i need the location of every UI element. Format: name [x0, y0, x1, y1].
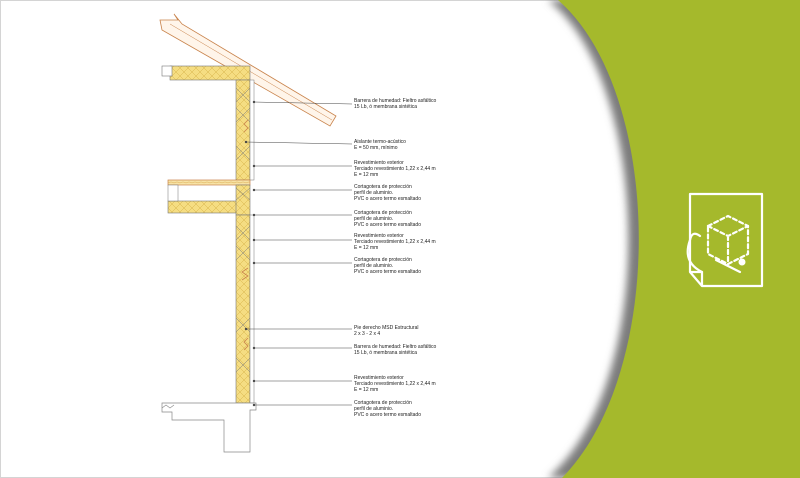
leader-lines [244, 100, 353, 407]
green-panel [558, 0, 800, 478]
ceiling-insulation [169, 65, 251, 81]
foundation [161, 402, 257, 453]
document-cube-icon [686, 192, 764, 288]
floor-joist [167, 179, 251, 186]
wall-section-drawing [159, 13, 337, 453]
lower-wall-stud [235, 214, 251, 404]
